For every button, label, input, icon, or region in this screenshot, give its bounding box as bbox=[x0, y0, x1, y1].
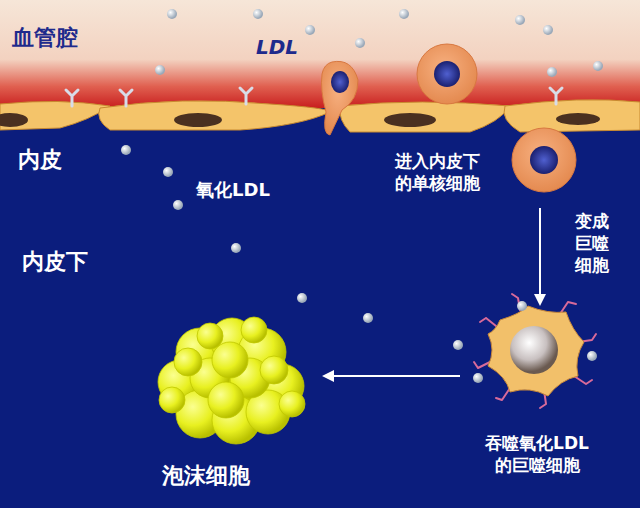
label: 血管腔 bbox=[12, 24, 78, 53]
label: 内皮 bbox=[18, 146, 62, 175]
foam-bubble bbox=[260, 356, 288, 384]
ldl-particle bbox=[399, 9, 409, 19]
ldl-particle bbox=[297, 293, 307, 303]
ldl-particle bbox=[231, 243, 241, 253]
ldl-particle bbox=[515, 15, 525, 25]
ldl-particle bbox=[355, 38, 365, 48]
foam-bubble bbox=[159, 387, 185, 413]
label: LDL bbox=[256, 34, 298, 60]
ldl-particle bbox=[253, 9, 263, 19]
foam-bubble bbox=[212, 342, 248, 378]
ldl-particle bbox=[163, 167, 173, 177]
ldl-particle bbox=[473, 373, 483, 383]
ldl-particle bbox=[305, 25, 315, 35]
ldl-particle bbox=[155, 65, 165, 75]
foam-bubble bbox=[174, 348, 202, 376]
label: 变成 巨噬 细胞 bbox=[562, 210, 622, 276]
ldl-particle bbox=[121, 145, 131, 155]
foam-bubble bbox=[208, 382, 244, 418]
ldl-particle bbox=[173, 200, 183, 210]
ldl-particle bbox=[517, 301, 527, 311]
label: 氧化LDL bbox=[196, 178, 270, 201]
label: 内皮下 bbox=[22, 248, 88, 277]
ldl-particle bbox=[363, 313, 373, 323]
ldl-particle bbox=[547, 67, 557, 77]
ldl-particle bbox=[167, 9, 177, 19]
label: 泡沫细胞 bbox=[162, 462, 250, 491]
foam-bubble bbox=[197, 323, 223, 349]
ldl-particle bbox=[593, 61, 603, 71]
foam-bubble bbox=[279, 391, 305, 417]
foam-bubble bbox=[241, 317, 267, 343]
ldl-particle bbox=[453, 340, 463, 350]
ldl-particle bbox=[587, 351, 597, 361]
label: 进入内皮下 的单核细胞 bbox=[372, 150, 502, 194]
ldl-particle bbox=[543, 25, 553, 35]
label: 吞噬氧化LDL 的巨噬细胞 bbox=[452, 432, 622, 476]
